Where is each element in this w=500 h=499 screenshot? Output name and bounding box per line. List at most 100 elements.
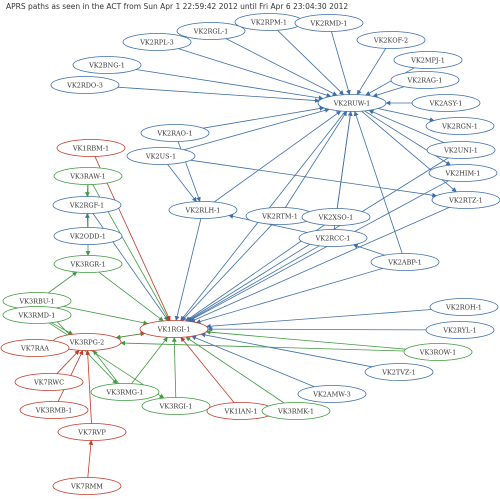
node-vk7rwc[interactable]: VK7RWC <box>14 373 84 391</box>
node-vk3rmk-1[interactable]: VK3RMK-1 <box>261 402 331 420</box>
node-vk2ruw-1[interactable]: VK2RUW-1 <box>317 94 387 112</box>
edge-vk2rcc-1-to-vk1rgi-1 <box>187 245 320 322</box>
node-vk2rgf-1[interactable]: VK2RGF-1 <box>52 196 122 214</box>
edge-vk2rtm-1-to-vk1rgi-1 <box>181 224 273 322</box>
node-ellipse <box>2 306 72 324</box>
node-ellipse <box>0 339 70 357</box>
node-label: VK3RAW-1 <box>69 172 106 180</box>
node-vk1rgi-1[interactable]: VK1RGI-1 <box>139 320 209 338</box>
node-label: VK3ROW-1 <box>419 348 456 356</box>
node-vk2kof-2[interactable]: VK2KOF-2 <box>356 31 426 49</box>
node-label: VK3RMB-1 <box>35 406 72 414</box>
node-vk2rag-1[interactable]: VK2RAG-1 <box>390 71 460 89</box>
node-ellipse <box>14 373 84 391</box>
node-vk2rlh-1[interactable]: VK2RLH-1 <box>168 201 238 219</box>
node-vk3rmd-1[interactable]: VK3RMD-1 <box>2 306 72 324</box>
node-ellipse <box>297 385 367 403</box>
node-label: VK3RMD-1 <box>18 311 56 319</box>
node-label: VK2UNI-1 <box>443 146 478 154</box>
node-vk2rmd-1[interactable]: VK2RMD-1 <box>294 14 364 32</box>
node-label: VK2XSO-1 <box>318 213 354 221</box>
edge-vk2mpj-1-to-vk2ruw-1 <box>365 67 415 96</box>
node-label: VK1IAN-1 <box>224 407 258 415</box>
edge-vk1rbm-1-to-vk1rgi-1 <box>94 156 171 322</box>
edge-vk3rmg-1-to-vk1rgi-1 <box>131 336 168 384</box>
edge-vk3rmk-1-to-vk1rgi-1 <box>185 336 285 404</box>
node-vk7raa[interactable]: VK7RAA <box>0 339 70 357</box>
node-vk3rbu-1[interactable]: VK3RBU-1 <box>2 292 72 310</box>
edge-vk2us-1-to-vk2rlh-1 <box>167 164 197 203</box>
node-label: VK2MPJ-1 <box>410 56 445 64</box>
edge-vk2ruw-1-to-vk2rgn-1 <box>377 108 435 122</box>
node-vk1rbm-1[interactable]: VK1RBM-1 <box>56 139 126 157</box>
node-vk2rtz-1[interactable]: VK2RTZ-1 <box>431 191 500 209</box>
edge-vk1ian-1-to-vk1rgi-1 <box>180 336 235 403</box>
node-label: VK2AMW-3 <box>312 390 351 398</box>
node-ellipse <box>176 22 246 40</box>
node-vk2ryl-1[interactable]: VK2RYL-1 <box>425 321 495 339</box>
edge-vk2rao-1-to-vk2ruw-1 <box>203 106 325 129</box>
node-ellipse <box>52 477 122 495</box>
node-vk2rgl-1[interactable]: VK2RGL-1 <box>176 22 246 40</box>
node-vk2us-1[interactable]: VK2US-1 <box>126 147 196 165</box>
node-vk2amw-3[interactable]: VK2AMW-3 <box>297 385 367 403</box>
edge-vk2rag-1-to-vk2ruw-1 <box>372 86 405 98</box>
node-vk2rdo-3[interactable]: VK2RDO-3 <box>50 76 120 94</box>
node-vk2mpj-1[interactable]: VK2MPJ-1 <box>393 51 463 69</box>
node-vk2asy-1[interactable]: VK2ASY-1 <box>411 94 481 112</box>
edge-vk2rgl-1-to-vk2ruw-1 <box>225 38 338 96</box>
node-vk7rvp[interactable]: VK7RVP <box>57 423 127 441</box>
node-label: VK2ODD-1 <box>69 232 106 240</box>
node-vk2rao-1[interactable]: VK2RAO-1 <box>140 124 210 142</box>
node-vk2rcc-1[interactable]: VK2RCC-1 <box>298 229 368 247</box>
node-vk2abp-1[interactable]: VK2ABP-1 <box>370 253 440 271</box>
node-vk3rgr-1[interactable]: VK3RGR-1 <box>53 255 123 273</box>
edge-vk3rgr-1-to-vk1rgi-1 <box>98 271 164 322</box>
node-ellipse <box>53 227 123 245</box>
node-vk1ian-1[interactable]: VK1IAN-1 <box>206 402 276 420</box>
node-ellipse <box>428 164 498 182</box>
node-ellipse <box>425 117 495 135</box>
node-vk3rmg-1[interactable]: VK3RMG-1 <box>90 383 160 401</box>
node-vk3rgi-1[interactable]: VK3RGI-1 <box>141 397 211 415</box>
node-ellipse <box>53 255 123 273</box>
node-ellipse <box>140 124 210 142</box>
node-vk3rpg-2[interactable]: VK3RPG-2 <box>52 333 122 351</box>
node-ellipse <box>19 401 89 419</box>
node-vk3raw-1[interactable]: VK3RAW-1 <box>53 167 123 185</box>
node-vk2odd-1[interactable]: VK2ODD-1 <box>53 227 123 245</box>
node-vk3row-1[interactable]: VK3ROW-1 <box>403 343 473 361</box>
node-label: VK7RVP <box>77 428 106 436</box>
node-vk2xso-1[interactable]: VK2XSO-1 <box>301 208 371 226</box>
edge-vk3row-1-to-vk1rgi-1 <box>205 329 406 350</box>
node-ellipse <box>393 51 463 69</box>
node-label: VK2RDO-3 <box>66 81 103 89</box>
node-vk3rmb-1[interactable]: VK3RMB-1 <box>19 401 89 419</box>
node-vk2rgn-1[interactable]: VK2RGN-1 <box>425 117 495 135</box>
node-vk2tvz-1[interactable]: VK2TVZ-1 <box>364 363 434 381</box>
node-label: VK2RMD-1 <box>310 19 348 27</box>
node-label: VK3RMG-1 <box>106 388 144 396</box>
node-ellipse <box>429 298 499 316</box>
node-ellipse <box>139 320 209 338</box>
node-vk2roh-1[interactable]: VK2ROH-1 <box>429 298 499 316</box>
edge-vk2uni-1-to-vk2ruw-1 <box>368 109 445 143</box>
node-ellipse <box>298 229 368 247</box>
edge-vk7rvp-to-vk3rpg-2 <box>85 350 92 424</box>
node-ellipse <box>122 33 192 51</box>
node-vk2him-1[interactable]: VK2HIM-1 <box>428 164 498 182</box>
node-label: VK2ROH-1 <box>445 303 482 311</box>
node-label: VK2RTZ-1 <box>448 196 483 204</box>
node-ellipse <box>52 196 122 214</box>
edge-vk2ryl-1-to-vk1rgi-1 <box>207 326 427 332</box>
node-label: VK7RAA <box>20 344 49 352</box>
node-ellipse <box>141 397 211 415</box>
edge-vk2amw-3-to-vk1rgi-1 <box>191 335 315 388</box>
node-label: VK2RUW-1 <box>333 99 371 107</box>
node-vk2bng-1[interactable]: VK2BNG-1 <box>72 56 142 74</box>
node-vk2uni-1[interactable]: VK2UNI-1 <box>426 141 496 159</box>
node-vk2rpl-3[interactable]: VK2RPL-3 <box>122 33 192 51</box>
node-label: VK2US-1 <box>145 152 176 160</box>
node-vk2rpm-1[interactable]: VK2RPM-1 <box>234 13 304 31</box>
node-vk7rmm[interactable]: VK7RMM <box>52 477 122 495</box>
